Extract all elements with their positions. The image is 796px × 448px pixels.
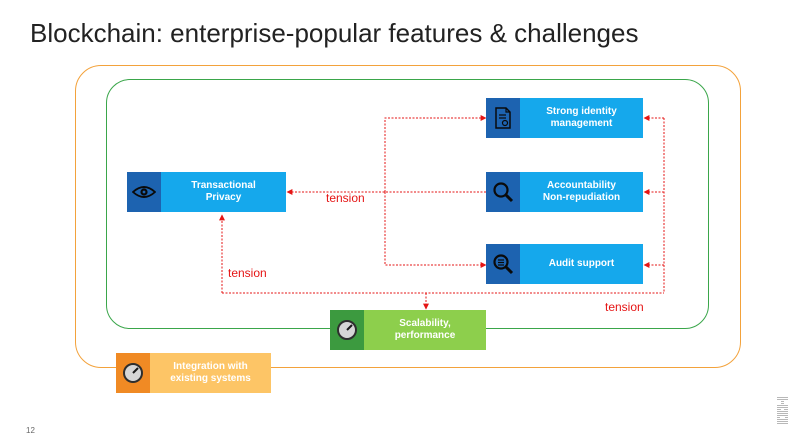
outer-orange-frame <box>75 65 741 368</box>
page-number: 12 <box>26 426 35 435</box>
accountability-box: Accountability Non-repudiation <box>486 172 643 212</box>
strong-identity-label: Strong identity management <box>520 98 643 138</box>
integration-label: Integration with existing systems <box>150 353 271 393</box>
transactional-privacy-label: Transactional Privacy <box>161 172 286 212</box>
integration-box: Integration with existing systems <box>116 353 271 393</box>
transactional-privacy-box: Transactional Privacy <box>127 172 286 212</box>
scalability-box: Scalability, performance <box>330 310 486 350</box>
privacy-to-identity-line <box>384 115 487 192</box>
privacy-to-audit-line <box>384 192 487 268</box>
audit-support-label: Audit support <box>520 244 643 284</box>
tension-label-center: tension <box>326 191 365 205</box>
slide-title: Blockchain: enterprise-popular features … <box>30 18 639 48</box>
gauge-icon <box>330 310 364 350</box>
gauge-icon <box>116 353 150 393</box>
scalability-label: Scalability, performance <box>364 310 486 350</box>
magnifier-icon <box>486 172 520 212</box>
accountability-label: Accountability Non-repudiation <box>520 172 643 212</box>
tension-label-left: tension <box>228 266 267 280</box>
search-list-icon <box>486 244 520 284</box>
id-document-icon <box>486 98 520 138</box>
tension-label-right: tension <box>605 300 644 314</box>
eye-icon <box>127 172 161 212</box>
ibm-logo <box>777 397 788 424</box>
audit-support-box: Audit support <box>486 244 643 284</box>
strong-identity-box: Strong identity management <box>486 98 643 138</box>
